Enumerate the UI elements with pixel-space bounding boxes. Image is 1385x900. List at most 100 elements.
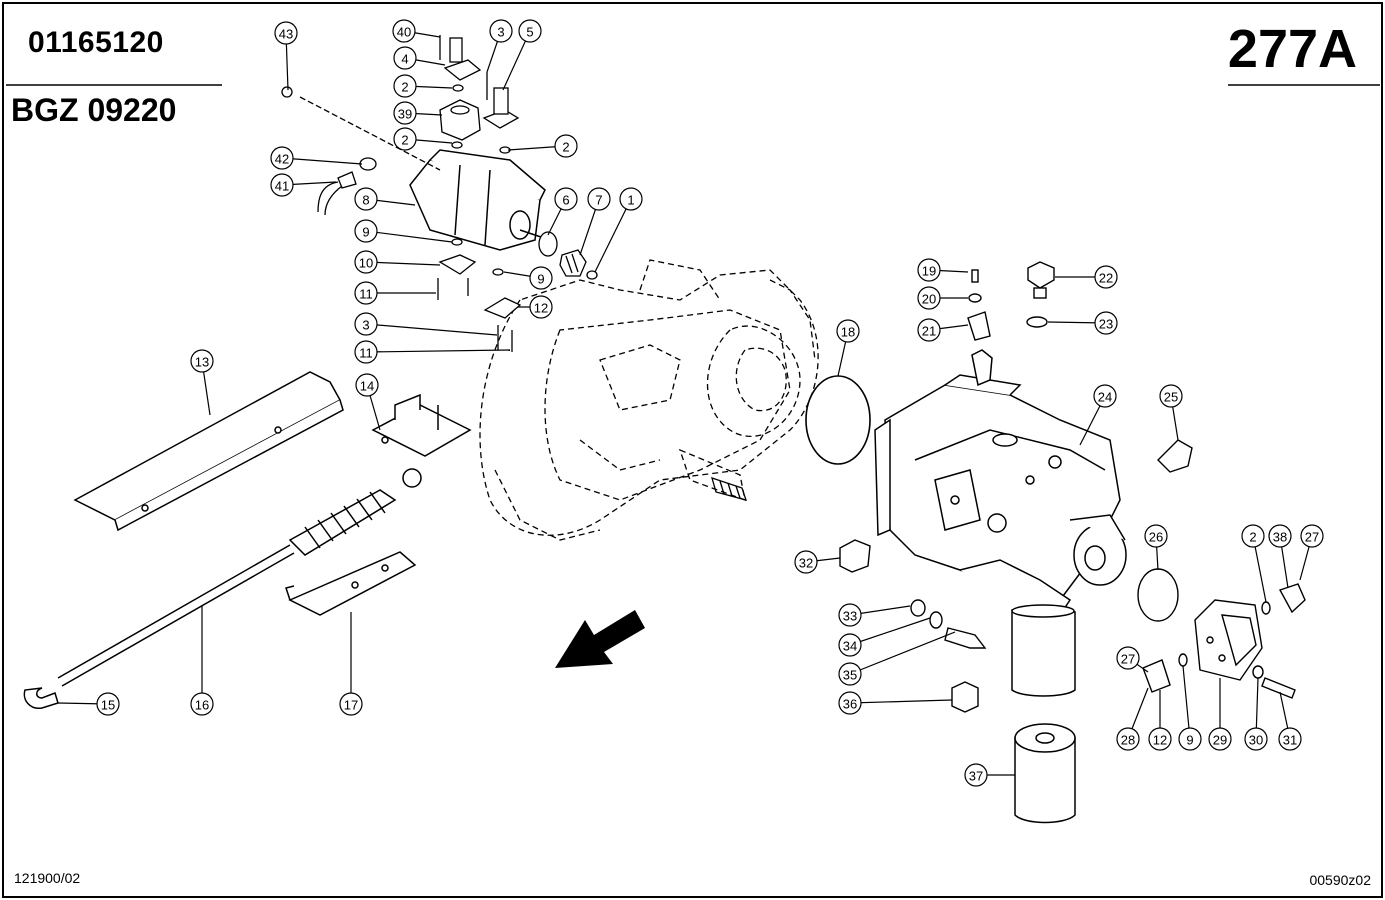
hose-clamp <box>23 687 59 709</box>
callout-c39: 39 <box>393 101 417 125</box>
callout-label: 31 <box>1283 733 1297 748</box>
callout-c18: 18 <box>836 319 860 343</box>
callout-label: 13 <box>195 355 209 370</box>
callout-c24: 24 <box>1093 384 1117 408</box>
callout-circle <box>274 21 298 45</box>
callout-circle <box>1159 384 1183 408</box>
callout-c5: 5 <box>518 19 542 43</box>
callout-circle <box>587 187 611 211</box>
callout-c9a: 9 <box>354 219 378 243</box>
callout-c38: 38 <box>1268 524 1292 548</box>
callout-label: 20 <box>922 292 936 307</box>
callout-label: 15 <box>101 698 115 713</box>
callout-label: 12 <box>534 301 548 316</box>
callout-c31: 31 <box>1278 727 1302 751</box>
callout-label: 2 <box>401 80 408 95</box>
callout-c37: 37 <box>964 763 988 787</box>
callout-label: 22 <box>1099 271 1113 286</box>
callout-label: 21 <box>922 324 936 339</box>
callout-label: 17 <box>344 698 358 713</box>
callout-circle <box>339 692 363 716</box>
callout-circle <box>354 281 378 305</box>
callout-label: 1 <box>627 193 634 208</box>
callout-circle <box>529 295 553 319</box>
callout-label: 2 <box>1249 530 1256 545</box>
callout-label: 9 <box>537 272 544 287</box>
callout-circle <box>190 349 214 373</box>
callout-label: 3 <box>497 25 504 40</box>
callout-c34: 34 <box>838 633 862 657</box>
lower-bracket <box>285 551 417 616</box>
callout-c22: 22 <box>1094 265 1118 289</box>
callout-label: 14 <box>360 379 374 394</box>
callout-c41: 41 <box>270 173 294 197</box>
callout-label: 27 <box>1121 652 1135 667</box>
callout-c29: 29 <box>1208 727 1232 751</box>
callout-c10: 10 <box>354 250 378 274</box>
callout-label: 26 <box>1149 530 1163 545</box>
callout-circle <box>1300 524 1324 548</box>
footer-drawing-code: 00590z02 <box>1309 872 1371 888</box>
callout-c11a: 11 <box>354 281 378 305</box>
callout-circle <box>917 318 941 342</box>
callout-circle <box>190 692 214 716</box>
callout-label: 40 <box>397 25 411 40</box>
control-cable <box>57 468 422 687</box>
callout-label: 16 <box>195 698 209 713</box>
callout-circle <box>1208 727 1232 751</box>
callout-label: 29 <box>1213 733 1227 748</box>
callout-c6: 6 <box>554 187 578 211</box>
callout-circle <box>794 550 818 574</box>
callout-circle <box>836 319 860 343</box>
callout-circle <box>1148 727 1172 751</box>
callout-label: 9 <box>362 225 369 240</box>
callout-c3a: 3 <box>489 19 513 43</box>
pump-upper-fittings <box>439 35 520 154</box>
callout-label: 5 <box>526 25 533 40</box>
gear-pump <box>409 149 551 251</box>
callout-circle <box>270 146 294 170</box>
oil-filter-cartridge <box>1014 723 1076 824</box>
callout-c21: 21 <box>917 318 941 342</box>
callout-c16: 16 <box>190 692 214 716</box>
callout-circle <box>393 101 417 125</box>
callout-circle <box>619 187 643 211</box>
callout-label: 7 <box>595 193 602 208</box>
callout-c42: 42 <box>270 146 294 170</box>
callout-label: 8 <box>362 193 369 208</box>
callout-c28: 28 <box>1116 727 1140 751</box>
callout-label: 32 <box>799 556 813 571</box>
callout-label: 12 <box>1153 733 1167 748</box>
callout-label: 3 <box>362 318 369 333</box>
callout-circle <box>838 603 862 627</box>
callout-circle <box>270 173 294 197</box>
gasket-ring <box>805 375 871 465</box>
callout-c12b: 12 <box>1148 727 1172 751</box>
callout-c14: 14 <box>355 373 379 397</box>
callout-c40: 40 <box>392 19 416 43</box>
callout-c43: 43 <box>274 21 298 45</box>
callout-c30: 30 <box>1244 727 1268 751</box>
leader-line-c36 <box>849 699 953 704</box>
callout-label: 35 <box>843 668 857 683</box>
callout-c3b: 3 <box>354 312 378 336</box>
callout-label: 6 <box>562 193 569 208</box>
callout-c2c: 2 <box>554 134 578 158</box>
callout-circle <box>1241 524 1265 548</box>
callout-label: 11 <box>359 287 373 302</box>
callout-circle <box>96 692 120 716</box>
callout-circle <box>1178 727 1202 751</box>
callout-circle <box>917 286 941 310</box>
callout-circle <box>355 373 379 397</box>
leader-line-c1 <box>594 198 632 273</box>
sheet-number: 277A <box>1227 19 1357 79</box>
callout-c20: 20 <box>917 286 941 310</box>
callout-c13: 13 <box>190 349 214 373</box>
callout-c19: 19 <box>917 258 941 282</box>
callout-c8: 8 <box>354 187 378 211</box>
callout-label: 4 <box>401 52 408 67</box>
leader-line-c3b <box>365 323 498 336</box>
callout-label: 2 <box>562 140 569 155</box>
